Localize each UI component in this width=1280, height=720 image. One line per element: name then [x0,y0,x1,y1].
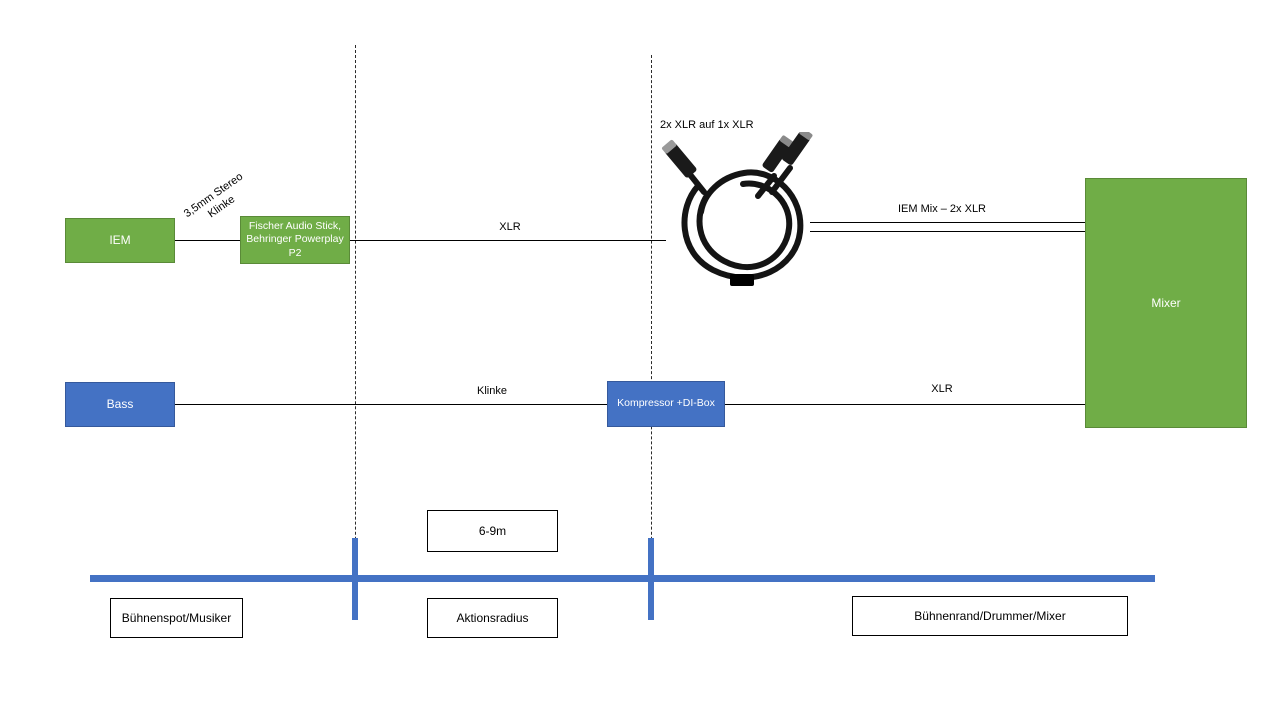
zone-label-aktionsradius: Aktionsradius [456,611,529,625]
node-mixer: Mixer [1085,178,1247,428]
cable-connector-right-1 [762,135,794,173]
line-cable-to-mixer-1 [810,222,1086,223]
line-iem-to-fischer [175,240,240,241]
line-bass-to-kompressor [175,404,607,405]
zone-divider-left [355,45,356,620]
cable-connector-left [662,139,697,178]
line-fischer-to-cable [350,240,666,241]
zone-box-buehnenrand: Bühnenrand/Drummer/Mixer [852,596,1128,636]
node-iem: IEM [65,218,175,263]
node-kompressor-label: Kompressor +DI-Box [617,397,715,410]
zone-divider-right [651,55,652,620]
node-bass-label: Bass [106,397,134,411]
stage-baseline [90,575,1155,582]
node-iem-label: IEM [109,233,131,247]
stage-tick-left [352,538,358,620]
cable-velcro-strap [730,274,754,286]
cable-photo-caption: 2x XLR auf 1x XLR [660,119,754,131]
edge-label-klinke: Klinke [477,385,507,397]
edge-label-xlr-top: XLR [499,221,521,233]
distance-label: 6-9m [478,524,507,538]
distance-box: 6-9m [427,510,558,552]
stage-tick-right [648,538,654,620]
edge-label-xlr-bottom: XLR [931,383,953,395]
node-mixer-label: Mixer [1151,295,1181,310]
line-kompressor-to-mixer [725,404,1085,405]
node-kompressor-di-box: Kompressor +DI-Box [607,381,725,427]
line-cable-to-mixer-2 [810,231,1086,232]
zone-box-aktionsradius: Aktionsradius [427,598,558,638]
zone-box-buehnenspot: Bühnenspot/Musiker [110,598,243,638]
zone-label-buehnenspot: Bühnenspot/Musiker [121,611,232,625]
zone-label-buehnenrand: Bühnenrand/Drummer/Mixer [914,609,1066,623]
node-fischer-label: Fischer Audio Stick, Behringer Powerplay… [246,220,344,259]
node-bass: Bass [65,382,175,427]
node-fischer-audio-stick: Fischer Audio Stick, Behringer Powerplay… [240,216,350,264]
cable-connector-right-2 [781,132,813,165]
xlr-y-cable-photo [662,132,813,286]
edge-label-iem-mix: IEM Mix – 2x XLR [897,203,987,215]
